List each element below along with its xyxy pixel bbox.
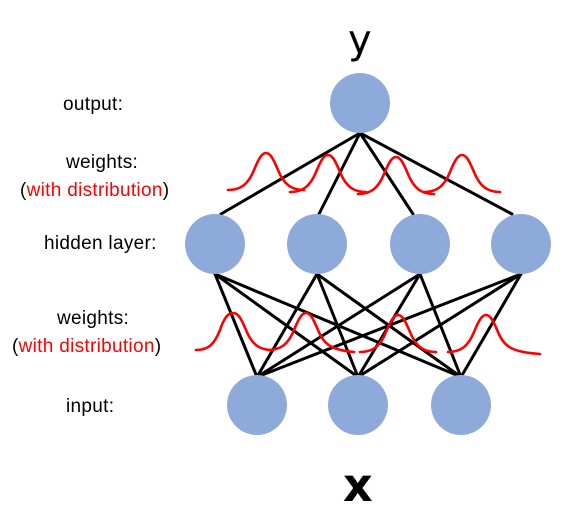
edge-i2-h1 (213, 272, 360, 379)
distribution-curve (288, 153, 368, 194)
output-node (330, 73, 390, 133)
weights-top-distribution-note: (with distribution) (20, 180, 169, 202)
hidden-node (390, 214, 450, 274)
edge-i3-h1 (213, 272, 463, 379)
edges-input-to-hidden (213, 272, 523, 379)
edge-i3-h4 (459, 272, 523, 379)
paren-close: ) (154, 336, 162, 357)
distribution-curve (422, 153, 502, 194)
output-label: output: (63, 94, 124, 115)
input-layer (227, 375, 491, 435)
weights-bottom-distribution-note: (with distribution) (12, 336, 161, 358)
weight-distributions-bottom (194, 311, 542, 356)
distribution-curve (446, 313, 542, 356)
with-distribution-text: with distribution (26, 180, 163, 201)
weights-bottom-label: weights: (57, 308, 130, 329)
distribution-curve (266, 311, 356, 354)
input-node (328, 375, 388, 435)
input-label: input: (66, 396, 115, 417)
edges-hidden-to-output (219, 131, 514, 216)
input-node (227, 375, 287, 435)
edge-h1-o1 (219, 131, 362, 216)
input-node (431, 375, 491, 435)
hidden-layer (185, 214, 551, 274)
weight-distributions-top (226, 151, 502, 196)
edge-h4-o1 (358, 131, 514, 216)
edge-h3-o1 (358, 131, 415, 216)
weights-top-label: weights: (66, 152, 139, 173)
paren-close: ) (162, 180, 170, 201)
output-variable-y: y (348, 17, 372, 63)
with-distribution-text: with distribution (18, 336, 155, 357)
hidden-node (185, 214, 245, 274)
hidden-node (287, 214, 347, 274)
input-variable-x: x (343, 458, 373, 512)
edge-i3-h3 (418, 272, 463, 379)
distribution-curve (358, 313, 438, 354)
distribution-curve (194, 311, 274, 352)
output-layer (330, 73, 390, 133)
distribution-curve (226, 151, 306, 192)
distribution-curve (356, 155, 436, 196)
hidden-layer-label: hidden layer: (44, 233, 157, 254)
paren-open: ( (20, 180, 27, 201)
paren-open: ( (12, 336, 19, 357)
edge-i1-h1 (213, 272, 259, 379)
hidden-node (491, 214, 551, 274)
